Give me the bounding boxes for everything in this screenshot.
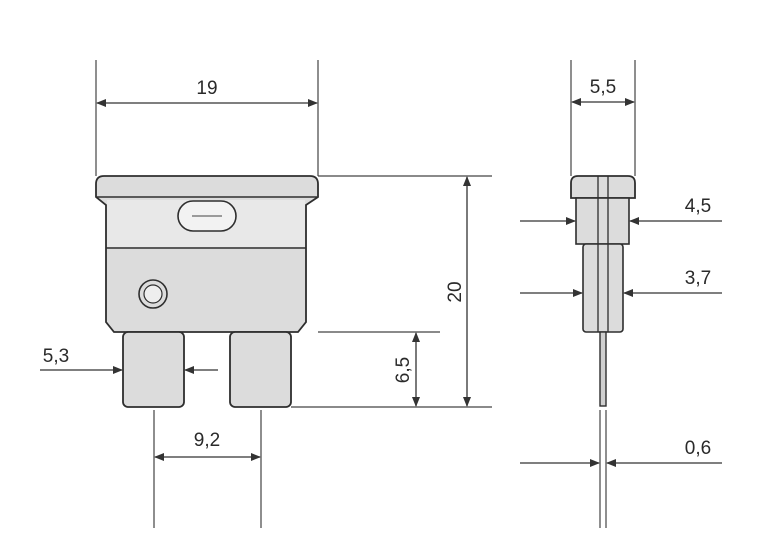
side-view: 5,5 4,5 3,7 0,6 xyxy=(520,60,722,528)
fuse-blade-left xyxy=(122,331,185,408)
dim-19-label: 19 xyxy=(196,78,217,99)
dim-3-7-label: 3,7 xyxy=(685,268,711,289)
side-cap xyxy=(570,175,636,199)
dim-5-3-label: 5,3 xyxy=(43,346,69,367)
dim-9-2-label: 9,2 xyxy=(194,430,220,451)
dim-6-5-label: 6,5 xyxy=(393,357,414,383)
dim-0-6-label: 0,6 xyxy=(685,438,711,459)
side-blade xyxy=(599,331,607,407)
fuse-body xyxy=(95,175,319,333)
dim-4-5-label: 4,5 xyxy=(685,196,711,217)
dim-20-label: 20 xyxy=(445,281,466,302)
dim-5-5-label: 5,5 xyxy=(590,77,616,98)
side-upper-body xyxy=(575,197,630,245)
front-view: 19 20 6,5 5,3 9,2 xyxy=(40,60,492,528)
side-lower-body xyxy=(582,243,624,333)
fuse-blade-right xyxy=(229,331,292,408)
fuse-hole-inner xyxy=(143,284,163,304)
